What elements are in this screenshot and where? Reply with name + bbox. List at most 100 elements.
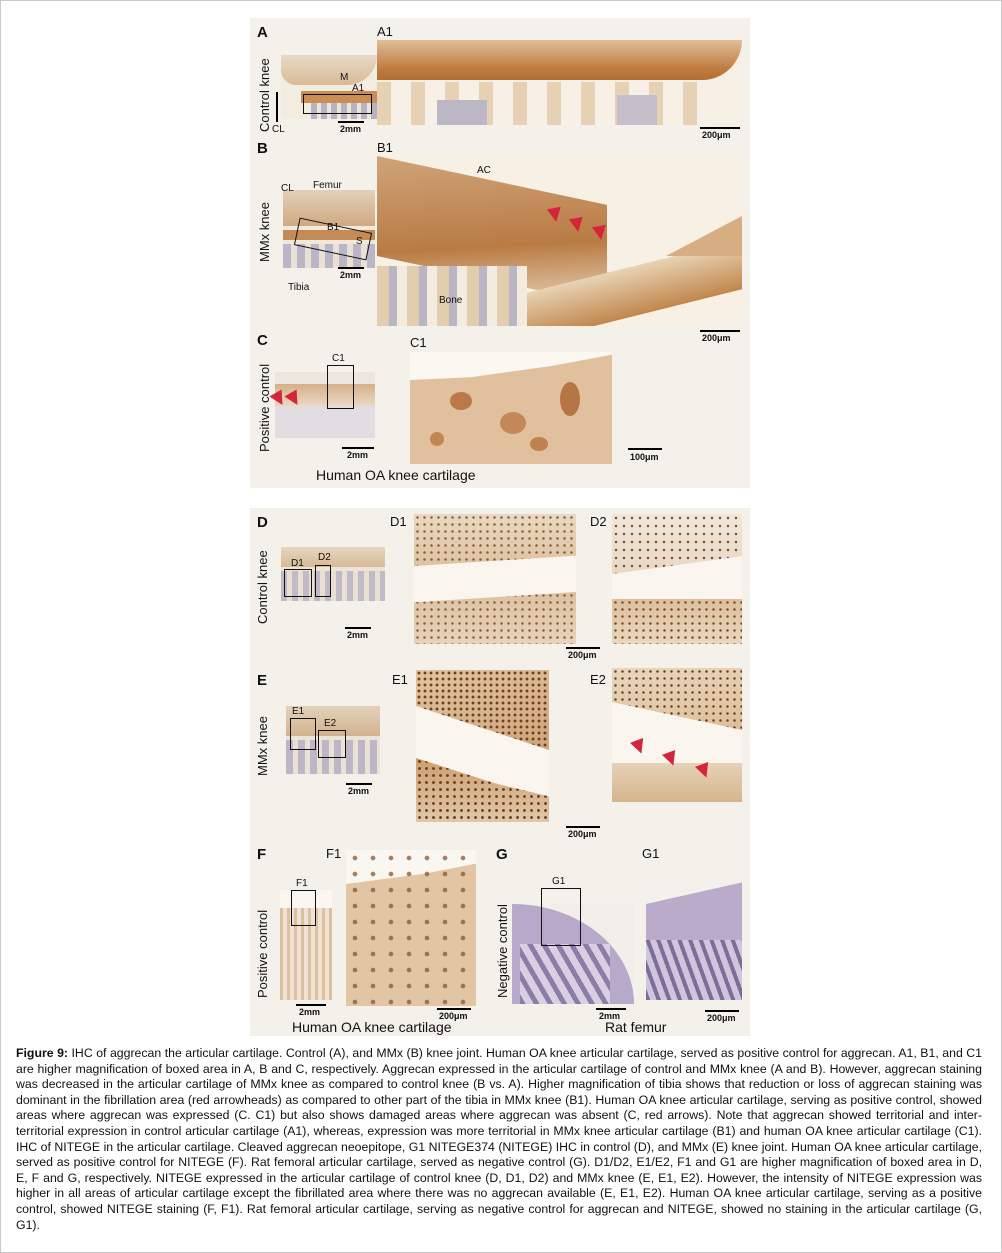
panel-c1-image xyxy=(410,352,612,464)
annotation-m: M xyxy=(340,72,349,83)
annotation-ac: AC xyxy=(477,165,491,176)
side-label-control-knee-a: Control knee xyxy=(257,58,272,132)
scale-text-d1: 200μm xyxy=(568,650,597,660)
panel-label-d2: D2 xyxy=(590,514,607,529)
panel-label-b1: B1 xyxy=(377,140,393,155)
annotation-f1-box: F1 xyxy=(296,878,308,889)
annotation-s: S xyxy=(356,236,363,247)
panel-d1-image xyxy=(414,514,576,644)
red-arrowhead-b1-2 xyxy=(568,216,586,234)
panel-label-f: F xyxy=(257,846,267,863)
annotation-bone: Bone xyxy=(439,295,463,306)
scale-text-g1: 200μm xyxy=(707,1013,736,1023)
panel-d-zoom-box-d1 xyxy=(284,569,312,597)
scale-text-d: 2mm xyxy=(347,630,369,640)
annotation-a1: A1 xyxy=(352,83,365,94)
scale-bar-e xyxy=(346,783,372,785)
cl-arrow-a xyxy=(276,92,278,122)
group-label-rat-femur: Rat femur xyxy=(605,1019,667,1035)
panel-d2-image xyxy=(612,514,742,644)
panel-e-zoom-box-e2 xyxy=(318,730,346,758)
caption-prefix: Figure 9: xyxy=(16,1046,69,1060)
panel-label-c1: C1 xyxy=(410,335,427,350)
panel-e1-image xyxy=(416,670,549,822)
scale-bar-b1 xyxy=(700,330,740,332)
scale-text-f: 2mm xyxy=(299,1007,321,1017)
group-label-human-oa-f: Human OA knee cartilage xyxy=(292,1019,452,1035)
scale-bar-a xyxy=(338,121,364,123)
panel-e-zoom-box-e1 xyxy=(290,718,316,750)
scale-bar-a1 xyxy=(700,127,740,129)
panel-c-overview-image xyxy=(275,372,375,438)
panel-g1-image xyxy=(646,880,742,1000)
panel-g-overview-image xyxy=(512,904,634,1004)
panel-f-zoom-box xyxy=(291,890,316,926)
scale-text-a: 2mm xyxy=(340,124,362,134)
scale-bar-g xyxy=(596,1008,626,1010)
annotation-cl-a: CL xyxy=(272,124,285,135)
panel-g-zoom-box xyxy=(541,888,581,946)
annotation-e1-box: E1 xyxy=(292,706,305,717)
panel-label-f1: F1 xyxy=(326,846,342,861)
panel-label-d: D xyxy=(257,514,268,531)
panel-f1-image xyxy=(346,850,476,1006)
scale-bar-d xyxy=(345,627,371,629)
side-label-mmx-knee-e: MMx knee xyxy=(255,716,270,776)
scale-text-e1: 200μm xyxy=(568,829,597,839)
panel-label-e2: E2 xyxy=(590,672,606,687)
panel-d-zoom-box-d2 xyxy=(315,565,331,597)
panel-label-a1: A1 xyxy=(377,24,393,39)
scale-text-e: 2mm xyxy=(348,786,370,796)
panel-label-g: G xyxy=(496,846,508,863)
annotation-g1-box: G1 xyxy=(552,876,566,887)
annotation-cl-b: CL xyxy=(281,183,294,194)
panel-label-b: B xyxy=(257,140,268,157)
panel-label-a: A xyxy=(257,24,268,41)
panel-label-c: C xyxy=(257,332,268,349)
side-label-positive-control-c: Positive control xyxy=(257,363,272,452)
caption-text: IHC of aggrecan the articular cartilage.… xyxy=(16,1046,982,1232)
red-arrowhead-b1-1 xyxy=(546,206,564,224)
panel-label-g1: G1 xyxy=(642,846,660,861)
scale-text-c1: 100μm xyxy=(630,452,659,462)
annotation-b1-box: B1 xyxy=(327,222,340,233)
panel-c-zoom-box xyxy=(327,365,354,409)
scale-text-a1: 200μm xyxy=(702,130,731,140)
figure-caption: Figure 9: IHC of aggrecan the articular … xyxy=(16,1046,982,1233)
annotation-d2-box: D2 xyxy=(318,552,331,563)
side-label-control-knee-d: Control knee xyxy=(255,550,270,624)
panel-f-overview-image xyxy=(280,890,332,1000)
scale-bar-g1 xyxy=(705,1010,739,1012)
scale-text-b1: 200μm xyxy=(702,333,731,343)
annotation-e2-box: E2 xyxy=(324,718,337,729)
panel-a-zoom-box xyxy=(303,94,372,114)
side-label-positive-control-f: Positive control xyxy=(255,909,270,998)
scale-bar-f1 xyxy=(437,1008,471,1010)
side-label-mmx-knee: MMx knee xyxy=(257,202,272,262)
scale-text-b: 2mm xyxy=(340,270,362,280)
red-arrowhead-b1-3 xyxy=(591,224,609,242)
panel-label-e: E xyxy=(257,672,268,689)
side-label-negative-control: Negative control xyxy=(495,904,510,998)
scale-bar-c xyxy=(342,447,374,449)
scale-bar-d1 xyxy=(566,647,600,649)
scale-text-g: 2mm xyxy=(599,1011,621,1021)
panel-a1-image xyxy=(377,40,742,125)
group-label-human-oa-c: Human OA knee cartilage xyxy=(316,467,476,483)
panel-b-overview-image xyxy=(283,190,375,268)
annotation-c1: C1 xyxy=(332,353,345,364)
panel-label-d1: D1 xyxy=(390,514,407,529)
annotation-femur: Femur xyxy=(313,180,342,191)
scale-bar-e1 xyxy=(566,826,600,828)
scale-bar-b xyxy=(338,267,364,269)
panel-e2-image xyxy=(612,668,742,802)
annotation-d1-box: D1 xyxy=(291,558,304,569)
panel-b1-image xyxy=(377,156,742,326)
scale-bar-c1 xyxy=(628,448,662,450)
scale-bar-f xyxy=(296,1004,326,1006)
scale-text-c: 2mm xyxy=(347,450,369,460)
panel-e-overview-image xyxy=(286,706,380,774)
panel-label-e1: E1 xyxy=(392,672,408,687)
annotation-tibia: Tibia xyxy=(288,282,310,293)
scale-text-f1: 200μm xyxy=(439,1011,468,1021)
